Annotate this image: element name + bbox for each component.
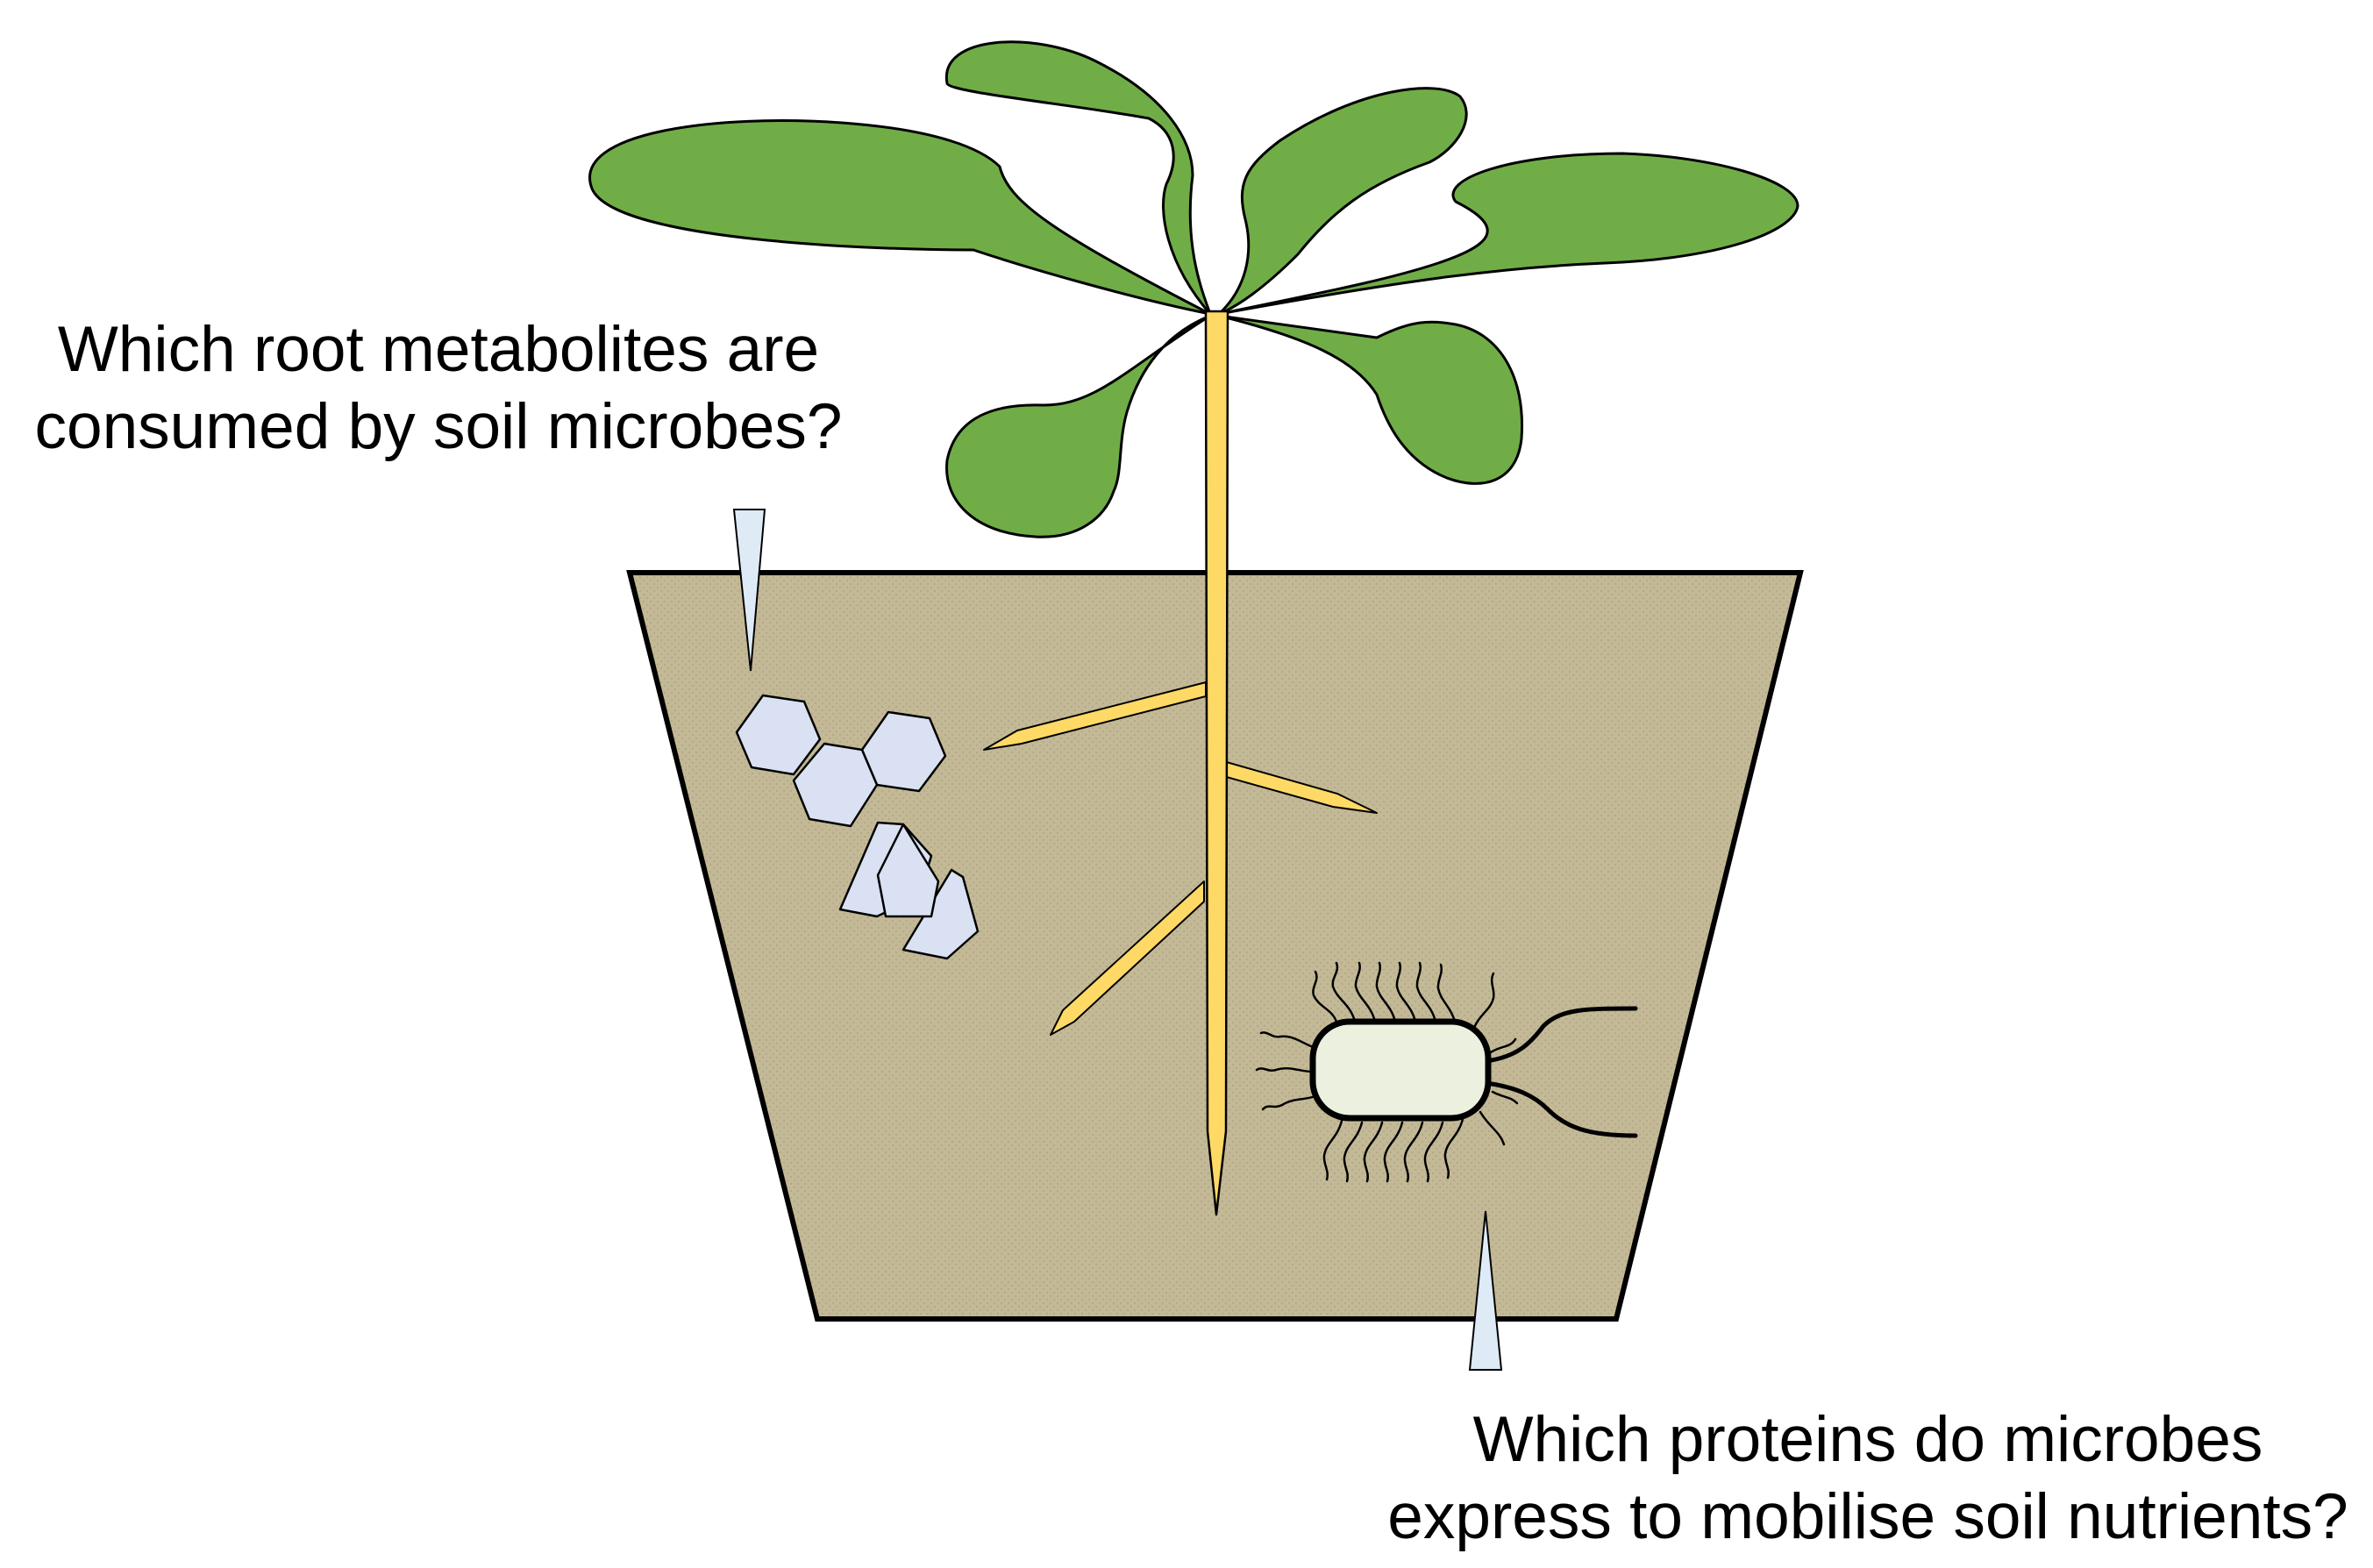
metabolite-molecule-icon bbox=[735, 694, 980, 960]
sampling-probe-icon bbox=[1468, 1210, 1503, 1371]
leaf-upper-center-right bbox=[1217, 87, 1468, 316]
lateral-roots bbox=[983, 681, 1378, 1036]
hexagon bbox=[792, 742, 879, 828]
metabolites-question-label: Which root metabolites are consumed by s… bbox=[0, 311, 877, 466]
stem-taproot bbox=[1204, 310, 1229, 1216]
proteins-question-line1: Which proteins do microbes bbox=[1472, 1404, 2263, 1475]
leaf-upper-left bbox=[588, 119, 1212, 316]
leaf-lower-left bbox=[945, 314, 1212, 538]
lateral-root-lower-left bbox=[1050, 880, 1205, 1036]
metabolites-question-line1: Which root metabolites are bbox=[57, 314, 820, 385]
hexagon bbox=[901, 868, 980, 960]
hexagon bbox=[876, 823, 940, 918]
hexagon bbox=[735, 694, 822, 776]
leaf-lower-right bbox=[1217, 314, 1524, 485]
leaf-upper-center-left bbox=[944, 40, 1212, 316]
leaf-upper-right bbox=[1217, 152, 1799, 316]
flagella bbox=[1484, 1006, 1638, 1138]
pili bbox=[1255, 961, 1519, 1183]
bacterium-body bbox=[1309, 1018, 1492, 1122]
bacterium-icon bbox=[1255, 961, 1638, 1183]
metabolites-question-line2: consumed by soil microbes? bbox=[34, 391, 843, 462]
proteins-question-label: Which proteins do microbes express to mo… bbox=[1368, 1401, 2368, 1556]
proteins-question-line2: express to mobilise soil nutrients? bbox=[1387, 1481, 2348, 1552]
plant-leaves bbox=[588, 40, 1799, 538]
sampling-probe-icon bbox=[732, 509, 766, 672]
